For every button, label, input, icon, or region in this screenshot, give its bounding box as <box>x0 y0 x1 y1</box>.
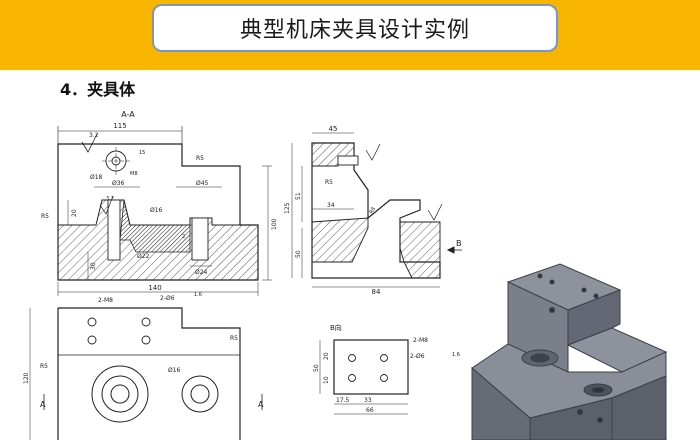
top-holes-m8: 2-M8 <box>98 297 113 304</box>
b-detail-view: B向 2-M8 2-Ø6 1.6 50 20 10 17.5 33 66 <box>313 323 460 415</box>
b-holes-d6: 2-Ø6 <box>410 353 425 360</box>
dim-m8: M8 <box>130 171 138 177</box>
dim-34: 34 <box>327 202 335 209</box>
dim-d18: Ø18 <box>90 174 103 181</box>
dim-140: 140 <box>148 284 161 292</box>
dim-d36: Ø36 <box>112 180 125 187</box>
ra-a: 3.2 <box>89 132 99 139</box>
front-section-view: A-A 115 3.2 Ø36 Ø18 Ø45 R5 M8 15 3.2 Ø16 <box>41 110 278 296</box>
dim-b-66: 66 <box>366 407 374 414</box>
dim-30: 30 <box>90 262 97 270</box>
dim-50: 50 <box>295 250 302 258</box>
b-view-label: B向 <box>330 323 342 332</box>
dim-15: 15 <box>139 150 145 156</box>
dim-d16: Ø16 <box>150 207 163 214</box>
dim-51: 51 <box>295 192 302 200</box>
dim-2: 2 <box>182 234 185 240</box>
section-heading: 4．夹具体 <box>60 80 136 99</box>
top-r5-right: R5 <box>230 335 238 342</box>
dim-r5-left: R5 <box>41 213 49 220</box>
side-view: 45 R5 34 R8 125 51 50 84 B <box>284 125 462 296</box>
dim-r8: R8 <box>369 206 378 215</box>
dim-115: 115 <box>113 122 126 130</box>
ra-b: 3.2 <box>106 196 114 202</box>
dim-d24: Ø24 <box>195 269 208 276</box>
dim-45: 45 <box>329 125 338 133</box>
b-fit: 1.6 <box>452 352 460 358</box>
dim-84: 84 <box>372 288 381 296</box>
top-fit: 1.6 <box>194 292 202 298</box>
view-arrow-a-left: A <box>40 400 46 409</box>
view-arrow-a-right: A <box>258 400 264 409</box>
slide-title: 典型机床夹具设计实例 <box>239 18 470 43</box>
dim-r5-top: R5 <box>196 155 204 162</box>
dim-d45: Ø45 <box>196 180 209 187</box>
b-holes-m8: 2-M8 <box>413 337 428 344</box>
top-d16: Ø16 <box>168 367 181 374</box>
view-arrow-b: B <box>456 239 462 248</box>
top-view: 2-M8 2-Ø6 1.6 R5 R5 Ø16 120 A A <box>23 292 264 440</box>
section-label: A-A <box>121 110 135 119</box>
top-holes-d6: 2-Ø6 <box>160 295 175 302</box>
dim-100: 100 <box>271 218 278 230</box>
dim-b-50: 50 <box>313 364 320 372</box>
dim-b-10: 10 <box>323 376 330 384</box>
dim-side-r5: R5 <box>325 179 333 186</box>
top-r5-left: R5 <box>40 363 48 370</box>
iso-model <box>471 263 668 440</box>
dim-d22: Ø22 <box>137 253 150 260</box>
dim-b-33: 33 <box>364 397 372 404</box>
title-box: 典型机床夹具设计实例 <box>152 4 558 52</box>
dim-20: 20 <box>71 209 78 217</box>
dim-120: 120 <box>23 372 30 384</box>
dim-b-17-5: 17.5 <box>336 397 350 404</box>
dim-b-20: 20 <box>323 352 330 360</box>
dim-125: 125 <box>284 202 291 214</box>
